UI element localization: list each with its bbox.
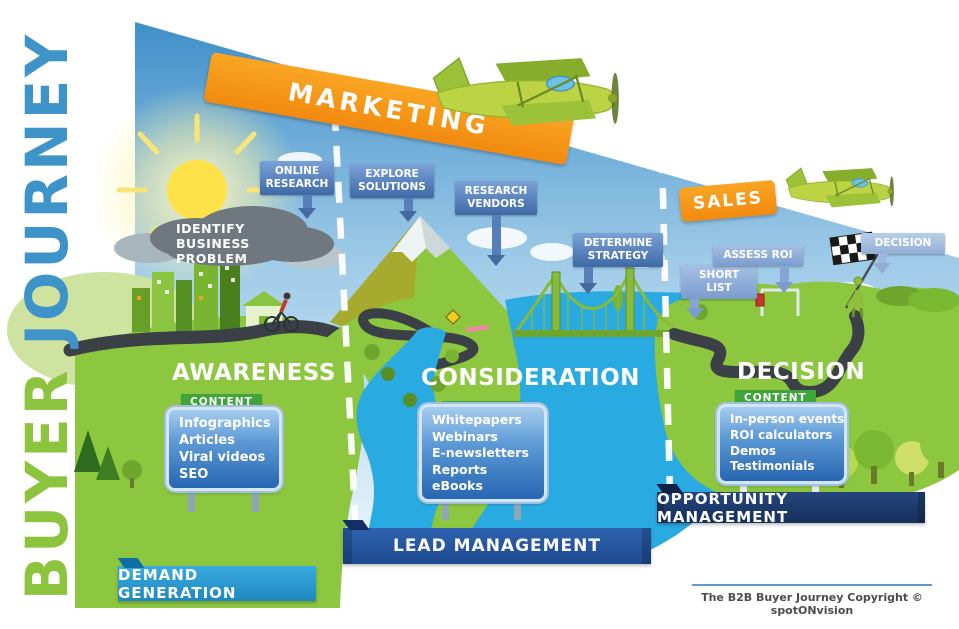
stage-heading-consideration: CONSIDERATION — [421, 365, 640, 391]
copyright-note: The B2B Buyer Journey Copyright © spotON… — [692, 584, 932, 617]
sign-leg — [514, 494, 521, 520]
stage-heading-awareness: AWARENESS — [172, 360, 336, 386]
arrow-down-icon — [877, 254, 887, 264]
biplane-icon — [785, 167, 894, 208]
arrow-down-icon — [403, 198, 413, 212]
callout-online-research: ONLINE RESEARCH — [260, 161, 334, 209]
callout-label: ONLINE RESEARCH — [265, 165, 329, 191]
sign-item: ROI calculators — [730, 427, 833, 442]
sign-item: Infographics — [179, 416, 271, 431]
sales-banner-label: SALES — [692, 187, 764, 215]
sign-leg — [252, 486, 259, 512]
sign-item: E-newsletters — [432, 445, 529, 460]
warning-sign-icon — [445, 309, 461, 325]
content-tag-awareness: CONTENT — [181, 394, 262, 410]
callout-label: DETERMINE STRATEGY — [583, 237, 653, 263]
sign-leg — [442, 494, 449, 520]
content-sign-consideration: Whitepapers Webinars E-newsletters Repor… — [419, 404, 547, 502]
cyclist-icon — [264, 292, 299, 332]
sign-item: Articles — [179, 433, 235, 449]
ribbon-demand-generation: DEMAND GENERATION — [118, 565, 316, 602]
arrow-down-icon — [690, 299, 700, 309]
ribbon-lead-management: LEAD MANAGEMENT — [343, 528, 651, 564]
callout-label: ASSESS ROI — [723, 249, 793, 261]
sign-item: Reports — [432, 461, 488, 477]
sign-item: SEO — [179, 467, 209, 483]
arrow-down-icon — [491, 215, 501, 256]
ribbon-label: DEMAND GENERATION — [118, 565, 237, 602]
road-decision — [668, 310, 865, 399]
sign-leg — [812, 476, 819, 493]
arrow-down-icon — [779, 266, 789, 283]
title-buyer: BUYER — [13, 367, 81, 601]
biplane-icon — [432, 56, 619, 126]
ribbon-label: LEAD MANAGEMENT — [392, 536, 601, 556]
sign-item: Demos — [730, 443, 776, 458]
arrow-down-icon — [583, 267, 593, 284]
callout-decision: DECISION — [861, 233, 945, 264]
callout-label: RESEARCH VENDORS — [464, 185, 528, 211]
stage-heading-decision: DECISION — [737, 359, 866, 385]
sign-item: Whitepapers — [432, 412, 522, 427]
buyer-journey-title: BUYER JOURNEY — [13, 32, 81, 600]
sign-item: Viral videos — [179, 450, 266, 466]
trees — [74, 286, 959, 488]
content-sign-decision: In-person events ROI calculators Demos T… — [717, 404, 847, 484]
ribbon-label: OPPORTUNITY MANAGEMENT — [657, 489, 789, 526]
content-tag-decision: CONTENT — [735, 390, 816, 406]
ribbon-opportunity-management: OPPORTUNITY MANAGEMENT — [657, 489, 925, 526]
arrow-down-icon — [302, 195, 312, 209]
callout-short-list: SHORT LIST — [681, 265, 757, 309]
sign-leg — [740, 476, 747, 493]
dark-cloud — [114, 206, 344, 269]
content-sign-awareness: Infographics Articles Viral videos SEO — [166, 407, 282, 491]
sign-item: eBooks — [432, 478, 483, 493]
sign-leg — [188, 486, 195, 512]
road-left — [63, 320, 359, 357]
identify-business-problem-label: IDENTIFY BUSINESS PROBLEM — [176, 221, 250, 266]
title-journey: JOURNEY — [13, 31, 81, 346]
sign-item: Webinars — [432, 428, 498, 444]
callout-explore-solutions: EXPLORE SOLUTIONS — [350, 164, 434, 212]
callout-label: SHORT LIST — [698, 269, 740, 295]
callout-label: DECISION — [874, 237, 932, 249]
callout-label: EXPLORE SOLUTIONS — [358, 168, 426, 194]
suspension-bridge — [514, 267, 676, 337]
callout-determine-strategy: DETERMINE STRATEGY — [573, 233, 663, 284]
callout-research-vendors: RESEARCH VENDORS — [455, 181, 537, 256]
sign-item: In-person events — [730, 412, 845, 426]
callout-assess-roi: ASSESS ROI — [713, 245, 803, 283]
sign-item: Testimonials — [730, 459, 815, 474]
flag-bearer — [846, 276, 864, 318]
